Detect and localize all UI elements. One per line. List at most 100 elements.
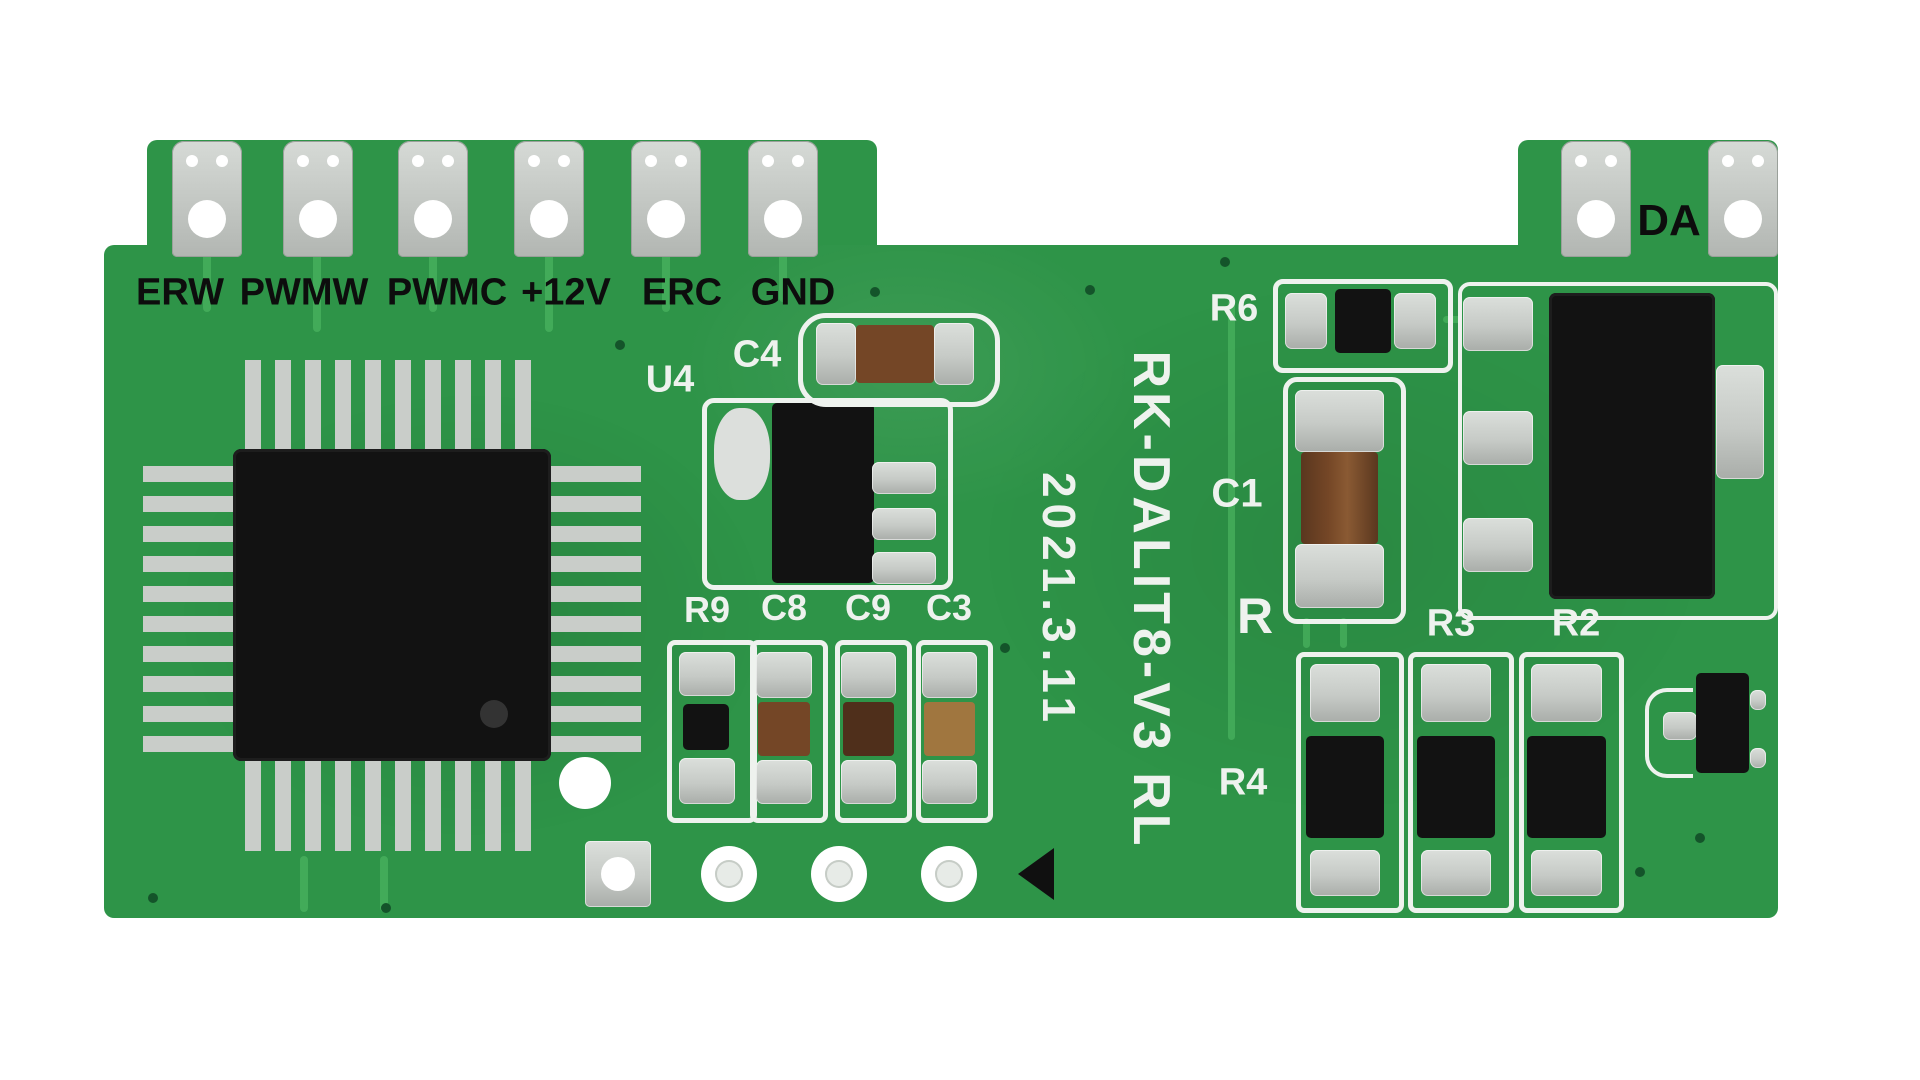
qfp-pins-bottom xyxy=(245,756,541,851)
silkscreen-r2-box xyxy=(1519,652,1624,913)
terminal-pinhole xyxy=(528,155,540,167)
r3-pad xyxy=(1421,850,1491,896)
ic-u4-body xyxy=(772,403,874,583)
terminal-screw-hole xyxy=(414,200,452,238)
board-date-vertical: 2021.3.11 xyxy=(1033,471,1085,729)
capacitor-c9-body xyxy=(843,702,894,756)
terminal-pinhole xyxy=(1575,155,1587,167)
trace-line xyxy=(203,250,211,312)
terminal-tab-erw xyxy=(172,141,242,257)
terminal-tab-12v xyxy=(514,141,584,257)
sot-pad xyxy=(1663,712,1697,740)
terminal-tab-da-right xyxy=(1708,141,1778,257)
label-c3: C3 xyxy=(925,587,973,628)
trace-line xyxy=(545,250,553,332)
terminal-screw-hole xyxy=(530,200,568,238)
terminal-label-da: DA xyxy=(1637,196,1701,245)
resistor-r6-chip xyxy=(1335,289,1391,353)
solder-blob xyxy=(714,408,770,500)
silkscreen-c4-outline xyxy=(798,313,1000,407)
terminal-label-gnd: GND xyxy=(750,271,836,314)
terminal-screw-hole xyxy=(1577,200,1615,238)
via-dot xyxy=(1695,833,1705,843)
terminal-pinhole xyxy=(1752,155,1764,167)
qfp-pin1-dot xyxy=(480,700,508,728)
label-r9: R9 xyxy=(683,589,731,630)
trace-line xyxy=(313,250,321,332)
via-dot xyxy=(1085,285,1095,295)
label-r2: R2 xyxy=(1551,602,1601,645)
terminal-pinhole xyxy=(762,155,774,167)
r2-pad xyxy=(1531,850,1602,896)
terminal-label-erc: ERC xyxy=(641,271,723,314)
r3-pad xyxy=(1421,664,1491,722)
via-dot xyxy=(1635,867,1645,877)
terminal-screw-hole xyxy=(1724,200,1762,238)
label-r6: R6 xyxy=(1209,287,1259,330)
terminal-pinhole xyxy=(675,155,687,167)
trace-line xyxy=(662,250,670,312)
label-c1: C1 xyxy=(1211,471,1263,516)
trace-line xyxy=(429,250,437,312)
capacitor-c3-end xyxy=(922,760,977,804)
qfp-pins-left xyxy=(143,462,238,752)
terminal-label-12v: +12V xyxy=(521,271,611,314)
via-dot xyxy=(870,287,880,297)
silkscreen-u4-outline xyxy=(702,398,953,590)
power-ic-pad xyxy=(1463,411,1533,465)
terminal-label-pwmc: PWMC xyxy=(386,271,508,314)
via-dot xyxy=(615,340,625,350)
terminal-pinhole xyxy=(1605,155,1617,167)
trace-line xyxy=(380,856,388,912)
board-model-vertical: RK-DALIT8-V3 RL xyxy=(1122,350,1180,850)
r6-pad xyxy=(1394,293,1436,349)
via-dot xyxy=(381,903,391,913)
r4-pad xyxy=(1310,664,1380,722)
mounting-hole-ring xyxy=(701,846,757,902)
capacitor-c1-end xyxy=(1295,390,1384,452)
silkscreen-power-ic-outline xyxy=(1458,282,1778,620)
r6-pad xyxy=(1285,293,1327,349)
label-r4: R4 xyxy=(1218,761,1268,804)
label-r: R xyxy=(1236,588,1274,644)
label-c4: C4 xyxy=(732,333,782,376)
resistor-r2-body xyxy=(1527,736,1606,838)
qfp-pins-right xyxy=(546,462,641,752)
label-c9: C9 xyxy=(844,587,892,628)
capacitor-c8-body xyxy=(758,702,810,756)
terminal-tab-erc xyxy=(631,141,701,257)
terminal-screw-hole xyxy=(188,200,226,238)
capacitor-c8-end xyxy=(756,760,812,804)
trace-line xyxy=(1228,300,1235,740)
terminal-label-pwmw: PWMW xyxy=(239,271,369,314)
u4-pad xyxy=(872,552,936,584)
sot-pad xyxy=(1750,748,1766,768)
capacitor-c4-body xyxy=(856,325,934,383)
terminal-tab-pwmw xyxy=(283,141,353,257)
terminal-pinhole xyxy=(442,155,454,167)
silkscreen-c3-box xyxy=(916,640,993,823)
mounting-hole-ring xyxy=(811,846,867,902)
qfp-pins-top xyxy=(245,360,541,455)
terminal-pinhole xyxy=(186,155,198,167)
silkscreen-r4-box xyxy=(1296,652,1404,913)
capacitor-c9-end xyxy=(841,760,896,804)
terminal-pinhole xyxy=(412,155,424,167)
terminal-pinhole xyxy=(645,155,657,167)
silkscreen-r6-box xyxy=(1273,279,1453,373)
capacitor-c3-body xyxy=(924,702,975,756)
silkscreen-sot-bracket xyxy=(1645,688,1693,778)
u4-pad xyxy=(872,462,936,494)
mounting-hole xyxy=(559,757,611,809)
terminal-pinhole xyxy=(1722,155,1734,167)
trace-line xyxy=(300,856,308,912)
r2-pad xyxy=(1531,664,1602,722)
label-c8: C8 xyxy=(760,587,808,628)
power-ic-pad xyxy=(1463,297,1533,351)
capacitor-c3-end xyxy=(922,652,977,698)
terminal-tab-da-left xyxy=(1561,141,1631,257)
trace-line xyxy=(1303,618,1310,648)
trace-line xyxy=(1340,618,1347,648)
terminal-pinhole xyxy=(216,155,228,167)
terminal-pinhole xyxy=(558,155,570,167)
